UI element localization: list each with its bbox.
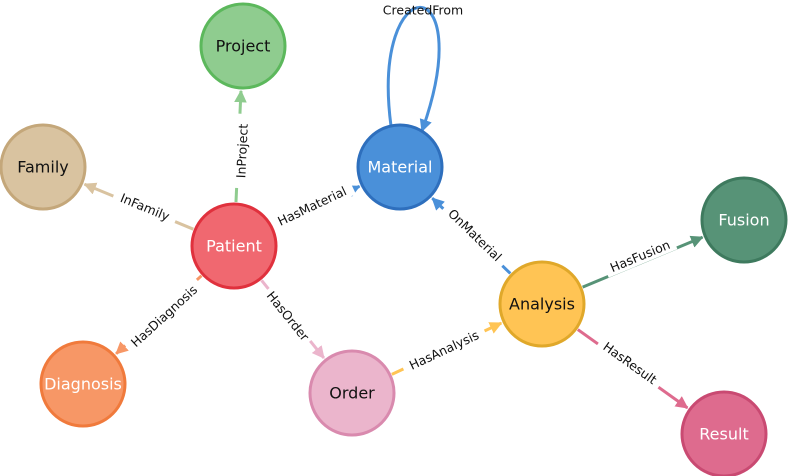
node-analysis-label: Analysis [509, 295, 575, 314]
edge-createdfrom-label: CreatedFrom [383, 3, 463, 18]
node-analysis[interactable]: Analysis [498, 260, 586, 348]
node-order-label: Order [329, 384, 375, 403]
node-diagnosis-circle[interactable] [39, 340, 127, 428]
edge-hasfusion-label-group: HasFusion [602, 234, 678, 278]
edge-inproject-label: InProject [233, 123, 250, 178]
node-project-circle[interactable] [199, 2, 287, 90]
edge-hasmaterial-label-bg [268, 179, 356, 233]
node-project-label: Project [216, 37, 271, 56]
edge-createdfrom-label-group: CreatedFrom [383, 3, 463, 18]
edge-hasorder-label-bg [260, 284, 316, 348]
edge-hasorder-label-group: HasOrder [260, 284, 316, 348]
edge-hasanalysis-label-group: HasAnalysis [400, 323, 488, 377]
edge-hasresult-label: HasResult [600, 339, 659, 387]
node-family-circle[interactable] [0, 123, 87, 211]
node-result-circle[interactable] [680, 390, 768, 476]
node-fusion-label: Fusion [718, 211, 769, 230]
edge-infamily-label-bg [111, 186, 179, 228]
edge-onmaterial-label-bg [439, 200, 511, 270]
edge-hasorder-label: HasOrder [264, 288, 313, 344]
edge-hasmaterial-label: HasMaterial [275, 183, 349, 228]
node-family-label: Family [17, 158, 68, 177]
edge-createdfrom-line [386, 5, 441, 133]
edge-hasdiagnosis-label: HasDiagnosis [128, 282, 200, 350]
edge-hasanalysis-label-bg [400, 323, 488, 377]
node-material-label: Material [368, 158, 433, 177]
edge-infamily-label: InFamily [118, 190, 172, 224]
edge-hasmaterial-label-group: HasMaterial [268, 179, 356, 233]
edge-onmaterial-label: OnMaterial [445, 206, 505, 264]
node-fusion-circle[interactable] [700, 176, 788, 264]
node-project[interactable]: Project [199, 2, 287, 90]
node-result[interactable]: Result [680, 390, 768, 476]
node-analysis-circle[interactable] [498, 260, 586, 348]
edge-hasresult-label-group: HasResult [595, 334, 665, 392]
node-patient-circle[interactable] [190, 202, 278, 290]
node-family[interactable]: Family [0, 123, 87, 211]
edge-hasdiagnosis-label-group: HasDiagnosis [122, 277, 206, 355]
node-result-label: Result [699, 425, 748, 444]
edge-inproject-label-group: InProject [232, 113, 252, 189]
node-order[interactable]: Order [308, 349, 396, 437]
edge-hasfusion-label: HasFusion [608, 237, 672, 275]
node-patient-label: Patient [206, 237, 262, 256]
node-order-circle[interactable] [308, 349, 396, 437]
edge-hasresult-label-bg [595, 334, 665, 392]
edge-hasfusion-label-bg [602, 234, 678, 278]
edge-hasanalysis-label: HasAnalysis [407, 327, 481, 372]
edge-infamily-label-group: InFamily [111, 186, 179, 228]
node-fusion[interactable]: Fusion [700, 176, 788, 264]
edge-hasdiagnosis-label-bg [122, 277, 206, 355]
node-diagnosis-label: Diagnosis [44, 375, 122, 394]
node-patient[interactable]: Patient [190, 202, 278, 290]
edge-onmaterial-label-group: OnMaterial [439, 200, 511, 270]
edge-inproject-label-bg [232, 113, 252, 189]
node-material[interactable]: Material [356, 123, 444, 211]
node-diagnosis[interactable]: Diagnosis [39, 340, 127, 428]
node-material-circle[interactable] [356, 123, 444, 211]
